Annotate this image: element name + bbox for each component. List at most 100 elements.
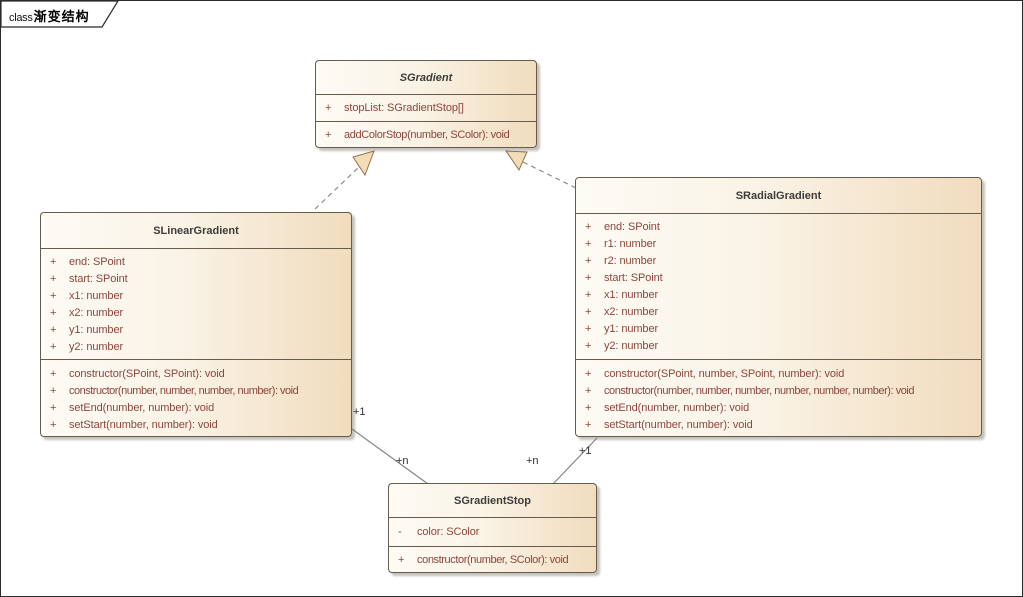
method-text: constructor(number, number, number, numb… (69, 385, 299, 397)
visibility-marker: + (585, 323, 592, 335)
attribute-row: + r1: number (576, 236, 981, 253)
method-text: constructor(SPoint, number, SPoint, numb… (604, 368, 845, 380)
attribute-text: x2: number (69, 307, 124, 319)
visibility-marker: + (50, 402, 57, 414)
association-linear-to-stop[interactable] (351, 428, 429, 485)
attribute-row: + r2: number (576, 253, 981, 270)
visibility-marker: + (585, 402, 592, 414)
attribute-row: - color: SColor (389, 524, 596, 541)
class-sgradientstop[interactable]: SGradientStop - color: SColor + construc… (388, 483, 597, 573)
diagram-frame-tab: class渐变结构 (1, 1, 123, 28)
attribute-row: + x2: number (41, 305, 351, 322)
visibility-marker: + (325, 102, 332, 114)
attributes-compartment: - color: SColor (389, 517, 596, 546)
tab-keyword: class (9, 12, 33, 24)
method-text: constructor(SPoint, SPoint): void (69, 368, 225, 380)
realization-radial-to-gradient[interactable] (505, 150, 577, 189)
method-row: + setEnd(number, number): void (41, 400, 351, 417)
attribute-row: + start: SPoint (41, 271, 351, 288)
visibility-marker: + (585, 272, 592, 284)
method-row: + setStart(number, number): void (41, 417, 351, 434)
attribute-text: start: SPoint (604, 272, 663, 284)
visibility-marker: + (50, 307, 57, 319)
class-name: SRadialGradient (735, 189, 822, 202)
attribute-text: end: SPoint (604, 221, 660, 233)
attributes-compartment: + end: SPoint + r1: number + r2: number … (576, 213, 981, 359)
hollow-triangle-arrowhead (352, 150, 375, 177)
visibility-marker: + (585, 238, 592, 250)
tab-label: class渐变结构 (9, 6, 90, 26)
attribute-text: r1: number (604, 238, 657, 250)
visibility-marker: + (585, 385, 592, 397)
realization-linear-to-gradient[interactable] (314, 150, 375, 210)
attribute-row: + x1: number (41, 288, 351, 305)
class-sradialgradient[interactable]: SRadialGradient + end: SPoint + r1: numb… (575, 177, 982, 437)
visibility-marker: + (585, 289, 592, 301)
method-row: + setStart(number, number): void (576, 417, 981, 434)
attribute-text: color: SColor (417, 526, 480, 538)
attribute-text: y1: number (69, 324, 124, 336)
methods-compartment: + constructor(SPoint, SPoint): void + co… (41, 359, 351, 438)
method-text: setEnd(number, number): void (604, 402, 750, 414)
tab-title: 渐变结构 (33, 9, 90, 24)
visibility-marker: - (398, 526, 402, 538)
method-text: setStart(number, number): void (69, 419, 218, 431)
attribute-row: + x1: number (576, 287, 981, 304)
attribute-text: r2: number (604, 255, 657, 267)
method-row: + constructor(number, number, number, nu… (41, 383, 351, 400)
methods-compartment: + constructor(SPoint, number, SPoint, nu… (576, 359, 981, 438)
attribute-text: y2: number (69, 341, 124, 353)
attribute-text: x1: number (604, 289, 659, 301)
attribute-text: y1: number (604, 323, 659, 335)
attribute-text: end: SPoint (69, 256, 125, 268)
attribute-text: stopList: SGradientStop[] (344, 102, 464, 114)
method-row: + constructor(number, SColor): void (389, 552, 596, 569)
attribute-row: + y2: number (576, 338, 981, 355)
visibility-marker: + (50, 290, 57, 302)
method-text: constructor(number, number, number, numb… (604, 385, 915, 397)
visibility-marker: + (50, 368, 57, 380)
tab-shape (1, 1, 119, 28)
method-text: setEnd(number, number): void (69, 402, 215, 414)
visibility-marker: + (585, 368, 592, 380)
multiplicity-label-linear-source: +1 (353, 406, 366, 418)
visibility-marker: + (50, 256, 57, 268)
visibility-marker: + (50, 273, 57, 285)
method-row: + constructor(SPoint, SPoint): void (41, 366, 351, 383)
visibility-marker: + (398, 554, 405, 566)
visibility-marker: + (585, 255, 592, 267)
attribute-row: + stopList: SGradientStop[] (316, 100, 536, 117)
attribute-text: y2: number (604, 340, 659, 352)
visibility-marker: + (325, 129, 332, 141)
visibility-marker: + (50, 419, 57, 431)
attribute-row: + end: SPoint (41, 254, 351, 271)
attribute-text: x1: number (69, 290, 124, 302)
attribute-row: + y1: number (576, 321, 981, 338)
visibility-marker: + (585, 221, 592, 233)
class-name: SGradientStop (453, 494, 531, 507)
class-sgradient[interactable]: SGradient + stopList: SGradientStop[] + … (315, 60, 537, 148)
methods-compartment: + constructor(number, SColor): void (389, 546, 596, 574)
method-text: addColorStop(number, SColor): void (344, 129, 510, 141)
methods-compartment: + addColorStop(number, SColor): void (316, 121, 536, 149)
method-row: + addColorStop(number, SColor): void (316, 127, 536, 144)
method-text: constructor(number, SColor): void (417, 554, 569, 566)
attribute-row: + x2: number (576, 304, 981, 321)
visibility-marker: + (50, 341, 57, 353)
multiplicity-label-linear-target: +n (396, 455, 409, 467)
class-name: SGradient (399, 71, 453, 84)
attribute-row: + y2: number (41, 339, 351, 356)
visibility-marker: + (50, 324, 57, 336)
class-name: SLinearGradient (153, 224, 239, 237)
visibility-marker: + (585, 419, 592, 431)
multiplicity-label-radial-source: +1 (579, 445, 592, 457)
method-row: + constructor(number, number, number, nu… (576, 383, 981, 400)
class-slineargradient[interactable]: SLinearGradient + end: SPoint + start: S… (40, 212, 352, 437)
attribute-text: x2: number (604, 306, 659, 318)
association-radial-to-stop[interactable] (552, 437, 598, 485)
visibility-marker: + (585, 306, 592, 318)
method-row: + setEnd(number, number): void (576, 400, 981, 417)
attributes-compartment: + end: SPoint + start: SPoint + x1: numb… (41, 248, 351, 359)
attribute-row: + start: SPoint (576, 270, 981, 287)
